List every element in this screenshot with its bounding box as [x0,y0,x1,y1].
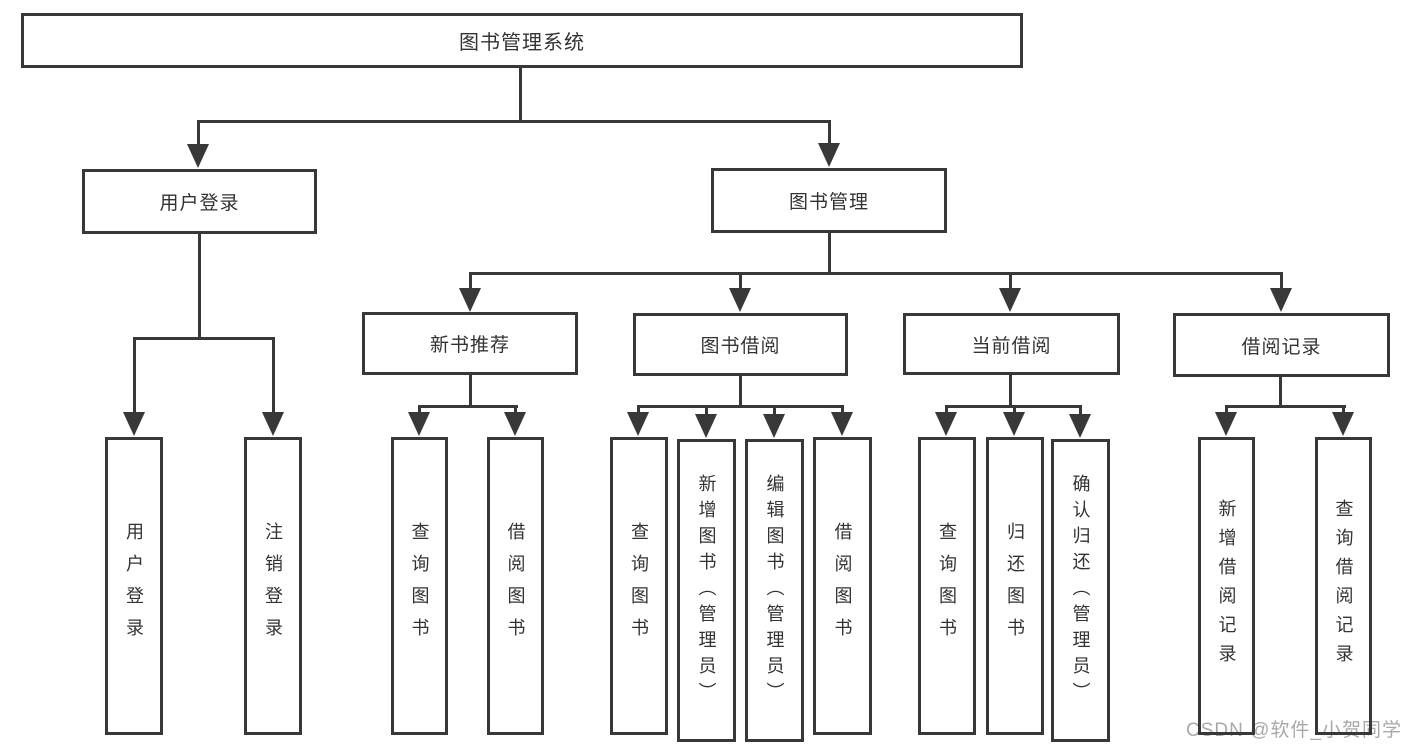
node-book-management: 图书管理 [711,168,947,233]
connector-drop-borrow-records [1280,272,1283,290]
arrow-down-icon [187,144,209,168]
node-label: 图书借阅 [700,336,781,357]
connector-drop-leaf-user-login [133,337,136,413]
leaf-query-books-borrow: 查询图书 [610,437,668,735]
leaf-query-borrow-record: 查询借阅记录 [1315,437,1372,735]
connector-drop [773,405,776,415]
node-label: 借阅图书 [505,522,526,650]
node-label: 用户登录 [159,193,240,214]
arrow-down-icon [1215,412,1237,436]
connector-drop-user-login [197,120,200,146]
leaf-confirm-return-admin: 确认归还（管理员） [1051,439,1110,742]
arrow-down-icon [459,288,481,312]
node-user-login: 用户登录 [82,169,317,234]
node-label: 借阅记录 [1241,336,1322,358]
node-label: 借阅图书 [832,522,853,650]
connector-drop-book-management [828,120,831,146]
arrow-down-icon [695,414,717,438]
node-label: 新书推荐 [429,335,510,356]
node-label: 新增图书（管理员） [696,473,717,708]
arrow-down-icon [1069,414,1091,438]
csdn-watermark: CSDN @软件_小贺同学 [1186,720,1402,741]
node-borrow-records: 借阅记录 [1173,313,1390,377]
connector-user-bar [133,337,275,340]
node-label: 图书管理 [788,192,869,213]
leaf-user-login: 用户登录 [105,437,163,735]
connector-drop-book-borrow [739,272,742,290]
connector-drop [1342,405,1345,415]
connector-root-bar [197,120,831,123]
node-label: 用户登录 [124,522,144,650]
connector-newbook-stem [469,373,472,407]
arrow-down-icon [627,412,649,436]
connector-drop [705,405,708,415]
node-book-borrow: 图书借阅 [633,313,848,376]
connector-records-stem [1279,375,1282,407]
node-label: 当前借阅 [971,335,1052,357]
arrow-down-icon [999,288,1021,312]
node-label: 查询图书 [409,522,430,650]
node-label: 确认归还（管理员） [1070,473,1091,708]
connector-drop [514,405,517,415]
connector-drop [637,405,640,415]
node-label: 归还图书 [1005,522,1025,650]
node-label: 新增借阅记录 [1216,499,1237,673]
node-library-system: 图书管理系统 [21,13,1023,68]
node-current-borrow: 当前借阅 [903,313,1120,375]
node-label: 查询图书 [937,522,957,650]
leaf-borrow-books: 借阅图书 [813,437,872,735]
node-new-book-recommend: 新书推荐 [362,312,578,375]
arrow-down-icon [763,414,785,438]
arrow-down-icon [729,288,751,312]
node-label: 注销登录 [263,522,283,650]
connector-drop [841,405,844,415]
arrow-down-icon [408,412,430,436]
arrow-down-icon [1270,288,1292,312]
connector-borrow-bar [637,405,844,408]
arrow-down-icon [831,412,853,436]
connector-drop [1079,405,1082,415]
connector-newbook-bar [418,405,518,408]
leaf-borrow-books-recommend: 借阅图书 [487,437,544,735]
connector-borrow-stem [739,374,742,407]
arrow-down-icon [504,412,526,436]
arrow-down-icon [1003,412,1025,436]
connector-drop [1013,405,1016,415]
node-label: 查询借阅记录 [1333,499,1354,673]
connector-drop [945,405,948,415]
connector-drop-new-book [469,272,472,290]
connector-user-stem [198,232,201,338]
connector-records-bar [1225,405,1346,408]
arrow-down-icon [818,143,840,167]
connector-current-stem [1009,373,1012,407]
connector-drop-leaf-logout [272,337,275,413]
leaf-query-books-current: 查询图书 [918,437,976,735]
connector-drop [418,405,421,415]
connector-drop [1225,405,1228,415]
node-label: 查询图书 [629,522,649,650]
arrow-down-icon [935,412,957,436]
node-label: 图书管理系统 [459,32,585,54]
arrow-down-icon [262,412,284,436]
arrow-down-icon [123,412,145,436]
arrow-down-icon [1332,412,1354,436]
connector-drop-current-borrow [1009,272,1012,290]
connector-root-stem [519,68,522,120]
leaf-edit-books-admin: 编辑图书（管理员） [745,439,804,742]
leaf-add-borrow-record: 新增借阅记录 [1198,437,1255,735]
connector-book-bar [469,272,1282,275]
leaf-logout: 注销登录 [244,437,302,735]
leaf-return-books: 归还图书 [986,437,1044,735]
leaf-query-books-recommend: 查询图书 [391,437,448,735]
leaf-add-books-admin: 新增图书（管理员） [677,439,736,742]
connector-book-stem [828,231,831,274]
node-label: 编辑图书（管理员） [764,473,785,708]
